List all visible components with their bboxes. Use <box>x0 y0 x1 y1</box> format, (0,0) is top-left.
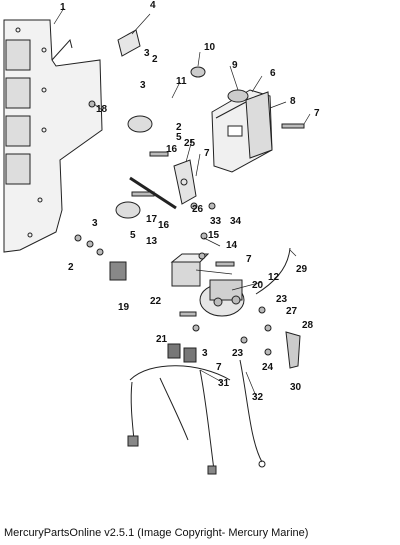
callout-5b: 5 <box>130 230 136 241</box>
grommet <box>227 89 249 103</box>
callout-2b: 2 <box>176 122 182 133</box>
ecm-module <box>211 89 273 173</box>
cable-29 <box>255 247 291 295</box>
hardware <box>74 100 305 356</box>
callout-14: 14 <box>226 240 238 251</box>
callout-13: 13 <box>146 236 158 247</box>
clamp-lower <box>115 201 141 219</box>
callout-3b: 3 <box>140 80 146 91</box>
callout-31: 31 <box>218 378 230 389</box>
callout-23b: 23 <box>232 348 244 359</box>
callout-27: 27 <box>286 306 298 317</box>
exploded-parts-diagram: 1 2 2 2 3 3 3 3 4 5 5 6 7 7 7 7 8 9 10 1… <box>3 0 320 475</box>
callout-33: 33 <box>210 216 222 227</box>
connector-21-a <box>167 343 181 359</box>
callout-21: 21 <box>156 334 168 345</box>
callout-7d: 7 <box>216 362 222 373</box>
callout-3c: 3 <box>92 218 98 229</box>
bracket-4 <box>117 29 141 57</box>
callout-9: 9 <box>232 60 238 71</box>
callout-3a: 3 <box>144 48 150 59</box>
callout-7a: 7 <box>314 108 320 119</box>
callout-25: 25 <box>184 138 196 149</box>
callout-30: 30 <box>290 382 302 393</box>
callout-24: 24 <box>262 362 274 373</box>
leader-lines <box>53 7 311 397</box>
callout-19: 19 <box>118 302 130 313</box>
callout-26: 26 <box>192 204 204 215</box>
callout-10: 10 <box>204 42 216 53</box>
bushing <box>190 66 206 78</box>
relay <box>170 253 210 287</box>
clamp-upper <box>127 115 153 133</box>
wiring-harness <box>127 365 231 475</box>
callout-23a: 23 <box>276 294 288 305</box>
callout-20: 20 <box>252 280 264 291</box>
callout-12: 12 <box>268 272 280 283</box>
mounting-bracket <box>3 19 103 253</box>
long-bolt <box>129 176 177 210</box>
callout-29: 29 <box>296 264 308 275</box>
callout-3d: 3 <box>202 348 208 359</box>
cable-terminal <box>258 460 266 468</box>
connector-21-b <box>183 347 197 363</box>
connector-19 <box>109 261 127 281</box>
callout-18: 18 <box>96 104 108 115</box>
callouts: 1 2 2 2 3 3 3 3 4 5 5 6 7 7 7 7 8 9 10 1… <box>60 0 320 403</box>
callout-32: 32 <box>252 392 264 403</box>
callout-7b: 7 <box>204 148 210 159</box>
callout-34: 34 <box>230 216 242 227</box>
terminal-boot <box>285 331 301 369</box>
callout-2a: 2 <box>152 54 158 65</box>
callout-6: 6 <box>270 68 276 79</box>
callout-1: 1 <box>60 2 66 13</box>
callout-15: 15 <box>208 230 220 241</box>
callout-17: 17 <box>146 214 158 225</box>
callout-7c: 7 <box>246 254 252 265</box>
callout-2c: 2 <box>68 262 74 273</box>
starter-solenoid <box>199 279 245 317</box>
cable-32 <box>239 359 263 463</box>
bracket-25 <box>173 159 197 205</box>
callout-4: 4 <box>150 0 156 11</box>
callout-16b: 16 <box>158 220 170 231</box>
callout-16a: 16 <box>166 144 178 155</box>
callout-22: 22 <box>150 296 162 307</box>
callout-8: 8 <box>290 96 296 107</box>
callout-11: 11 <box>176 76 187 87</box>
callout-5a: 5 <box>176 132 182 143</box>
image-caption: MercuryPartsOnline v2.5.1 (Image Copyrig… <box>4 527 309 539</box>
callout-28: 28 <box>302 320 314 331</box>
